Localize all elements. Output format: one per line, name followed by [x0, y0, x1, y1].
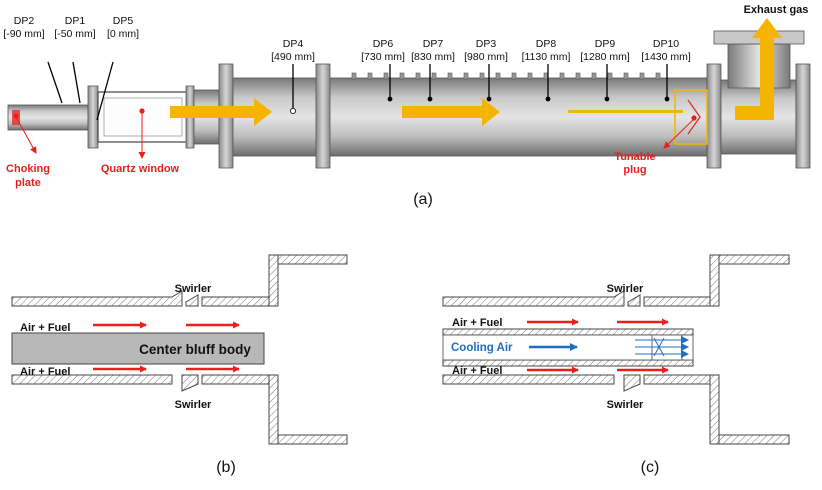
quartz-label: Quartz window — [101, 163, 180, 175]
choking-label-line1: Choking — [6, 163, 50, 175]
probe-dp2-name: DP2 — [14, 15, 35, 27]
cooling-air-label: Cooling Air — [451, 342, 513, 354]
flow-arrow-2 — [402, 98, 500, 126]
probe-labels: DP2 [-90 mm] DP1 [-50 mm] DP5 [0 mm] DP4… — [3, 15, 691, 63]
swirler-b-bottom-label: Swirler — [175, 399, 212, 411]
probe-dp9-name: DP9 — [595, 38, 616, 50]
flow-b-top-label: Air + Fuel — [20, 322, 70, 334]
flange-3 — [706, 63, 722, 169]
probe-dp10-pos: [1430 mm] — [641, 51, 691, 63]
probe-dp10-name: DP10 — [653, 38, 679, 50]
flow-c-top-label: Air + Fuel — [452, 317, 502, 329]
probe-dp3-pos: [980 mm] — [464, 51, 508, 63]
outlet-flange — [795, 63, 811, 169]
probe-ports — [351, 72, 661, 80]
tunable-plug — [674, 89, 708, 145]
probe-dp6-name: DP6 — [373, 38, 394, 50]
probe-dp4-name: DP4 — [283, 38, 304, 50]
inlet-flange — [87, 85, 99, 149]
plug-label-line2: plug — [623, 164, 646, 176]
swirler-c-bottom-label: Swirler — [607, 399, 644, 411]
probe-dp3-name: DP3 — [476, 38, 497, 50]
caption-b: (b) — [216, 459, 236, 476]
bluff-body-label: Center bluff body — [139, 342, 251, 357]
choking-label-line2: plate — [15, 177, 41, 189]
exhaust-arrow — [735, 18, 782, 120]
caption-a: (a) — [413, 191, 433, 208]
flow-line — [568, 110, 683, 113]
probe-dp1-pos: [-50 mm] — [54, 28, 96, 40]
cooling-flow-lines — [635, 336, 689, 358]
callouts-a — [15, 112, 695, 159]
probe-dots — [289, 96, 670, 115]
flow-arrows-b — [93, 321, 240, 373]
probe-dp8-pos: [1130 mm] — [522, 51, 571, 63]
panel-c-walls — [442, 254, 790, 445]
combustor-rig — [7, 30, 811, 169]
flange-2 — [315, 63, 331, 169]
flow-arrows-c — [527, 318, 669, 374]
flow-arrow-1 — [170, 98, 272, 126]
exhaust-label: Exhaust gas — [744, 4, 809, 16]
caption-c: (c) — [641, 459, 660, 476]
center-bluff-body — [11, 332, 265, 365]
probe-dp6-pos: [730 mm] — [361, 51, 405, 63]
probe-dp7-name: DP7 — [423, 38, 444, 50]
exhaust-riser — [727, 43, 791, 89]
flow-arrows-yellow — [170, 18, 782, 126]
panel-b-walls — [11, 254, 348, 445]
probe-markers — [47, 61, 668, 121]
plug-label-line1: Tunable — [614, 151, 655, 163]
flow-b-bottom-label: Air + Fuel — [20, 366, 70, 378]
probe-dp4-pos: [490 mm] — [271, 51, 315, 63]
probe-dp1-name: DP1 — [65, 15, 86, 27]
callout-dots — [13, 108, 697, 121]
probe-dp5-name: DP5 — [113, 15, 134, 27]
flow-c-bottom-label: Air + Fuel — [452, 365, 502, 377]
probe-dp9-pos: [1280 mm] — [580, 51, 630, 63]
probe-dp2-pos: [-90 mm] — [3, 28, 45, 40]
probe-dp7-pos: [830 mm] — [411, 51, 455, 63]
probe-dp8-name: DP8 — [536, 38, 557, 50]
probe-dp5-pos: [0 mm] — [107, 28, 139, 40]
swirler-b-top-label: Swirler — [175, 283, 212, 295]
swirler-c-top-label: Swirler — [607, 283, 644, 295]
